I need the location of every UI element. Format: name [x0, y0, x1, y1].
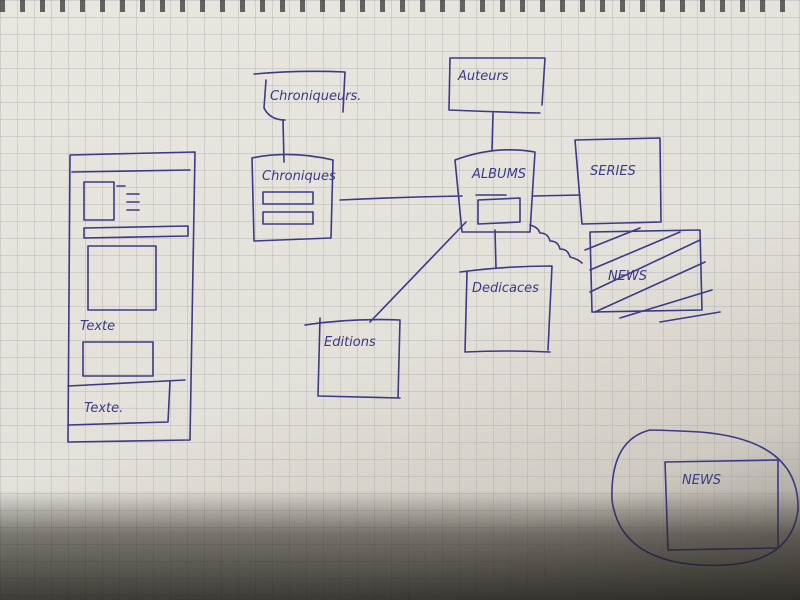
- edge-chroniqueurs-chroniques: [282, 119, 285, 163]
- edge-albums-news: [529, 224, 583, 264]
- dedicaces-box: [459, 265, 553, 353]
- auteurs-box: [448, 57, 546, 114]
- edge-albums-editions: [369, 221, 467, 323]
- chroniqueurs-box: [253, 70, 346, 121]
- editions-box: [304, 317, 401, 399]
- edge-chroniques-albums: [339, 195, 463, 201]
- label-editions: Editions: [324, 335, 376, 350]
- edge-auteurs-albums: [491, 112, 494, 151]
- chroniques-box: [251, 153, 334, 242]
- label-news-circled: NEWS: [682, 473, 721, 488]
- news-hatched-box: [584, 227, 721, 323]
- label-dedicaces: Dedicaces: [472, 281, 539, 296]
- label-albums: ALBUMS: [471, 167, 526, 182]
- label-news-hatched: NEWS: [608, 269, 647, 284]
- notebook-spiral: [0, 0, 800, 12]
- edge-albums-series: [532, 194, 581, 197]
- wireframe-text-1: Texte: [80, 319, 115, 334]
- albums-box: [454, 148, 536, 233]
- label-chroniqueurs: Chroniqueurs.: [270, 89, 361, 104]
- label-series: SERIES: [590, 164, 636, 179]
- label-chroniques: Chroniques: [262, 169, 336, 184]
- hand-shadow: [0, 490, 800, 600]
- label-auteurs: Auteurs: [457, 69, 509, 84]
- page-wireframe: [67, 151, 196, 443]
- edge-albums-dedicaces: [494, 229, 497, 269]
- series-box: [574, 137, 662, 225]
- wireframe-text-2: Texte.: [84, 401, 123, 416]
